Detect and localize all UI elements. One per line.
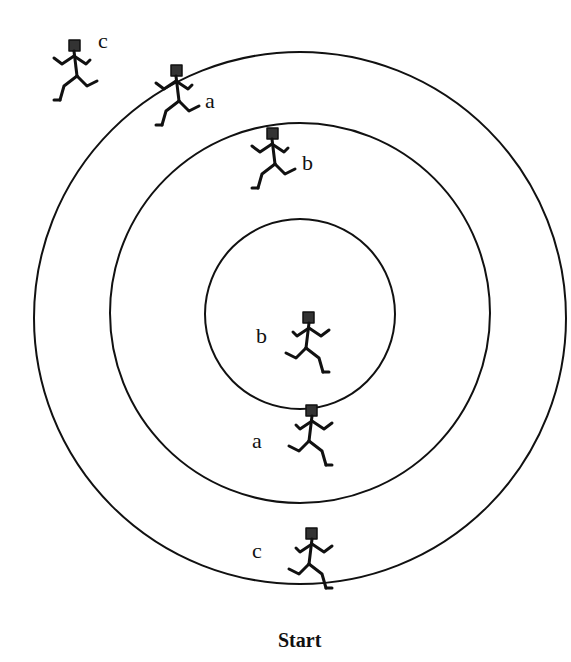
- runner-label: a: [252, 430, 262, 452]
- runner-label: b: [302, 152, 313, 174]
- runner: [156, 65, 199, 125]
- runner: [54, 40, 97, 100]
- runner-label: b: [256, 325, 267, 347]
- runner-label: a: [205, 90, 215, 112]
- runner-label: c: [98, 30, 108, 52]
- inner-track: [205, 219, 395, 409]
- runner-label: c: [252, 540, 262, 562]
- runner: [289, 405, 332, 465]
- middle-track: [110, 123, 490, 503]
- start-label: Start: [278, 630, 321, 650]
- runner: [289, 528, 332, 588]
- outer-track: [34, 52, 566, 584]
- runner: [252, 128, 295, 188]
- runner: [286, 312, 329, 372]
